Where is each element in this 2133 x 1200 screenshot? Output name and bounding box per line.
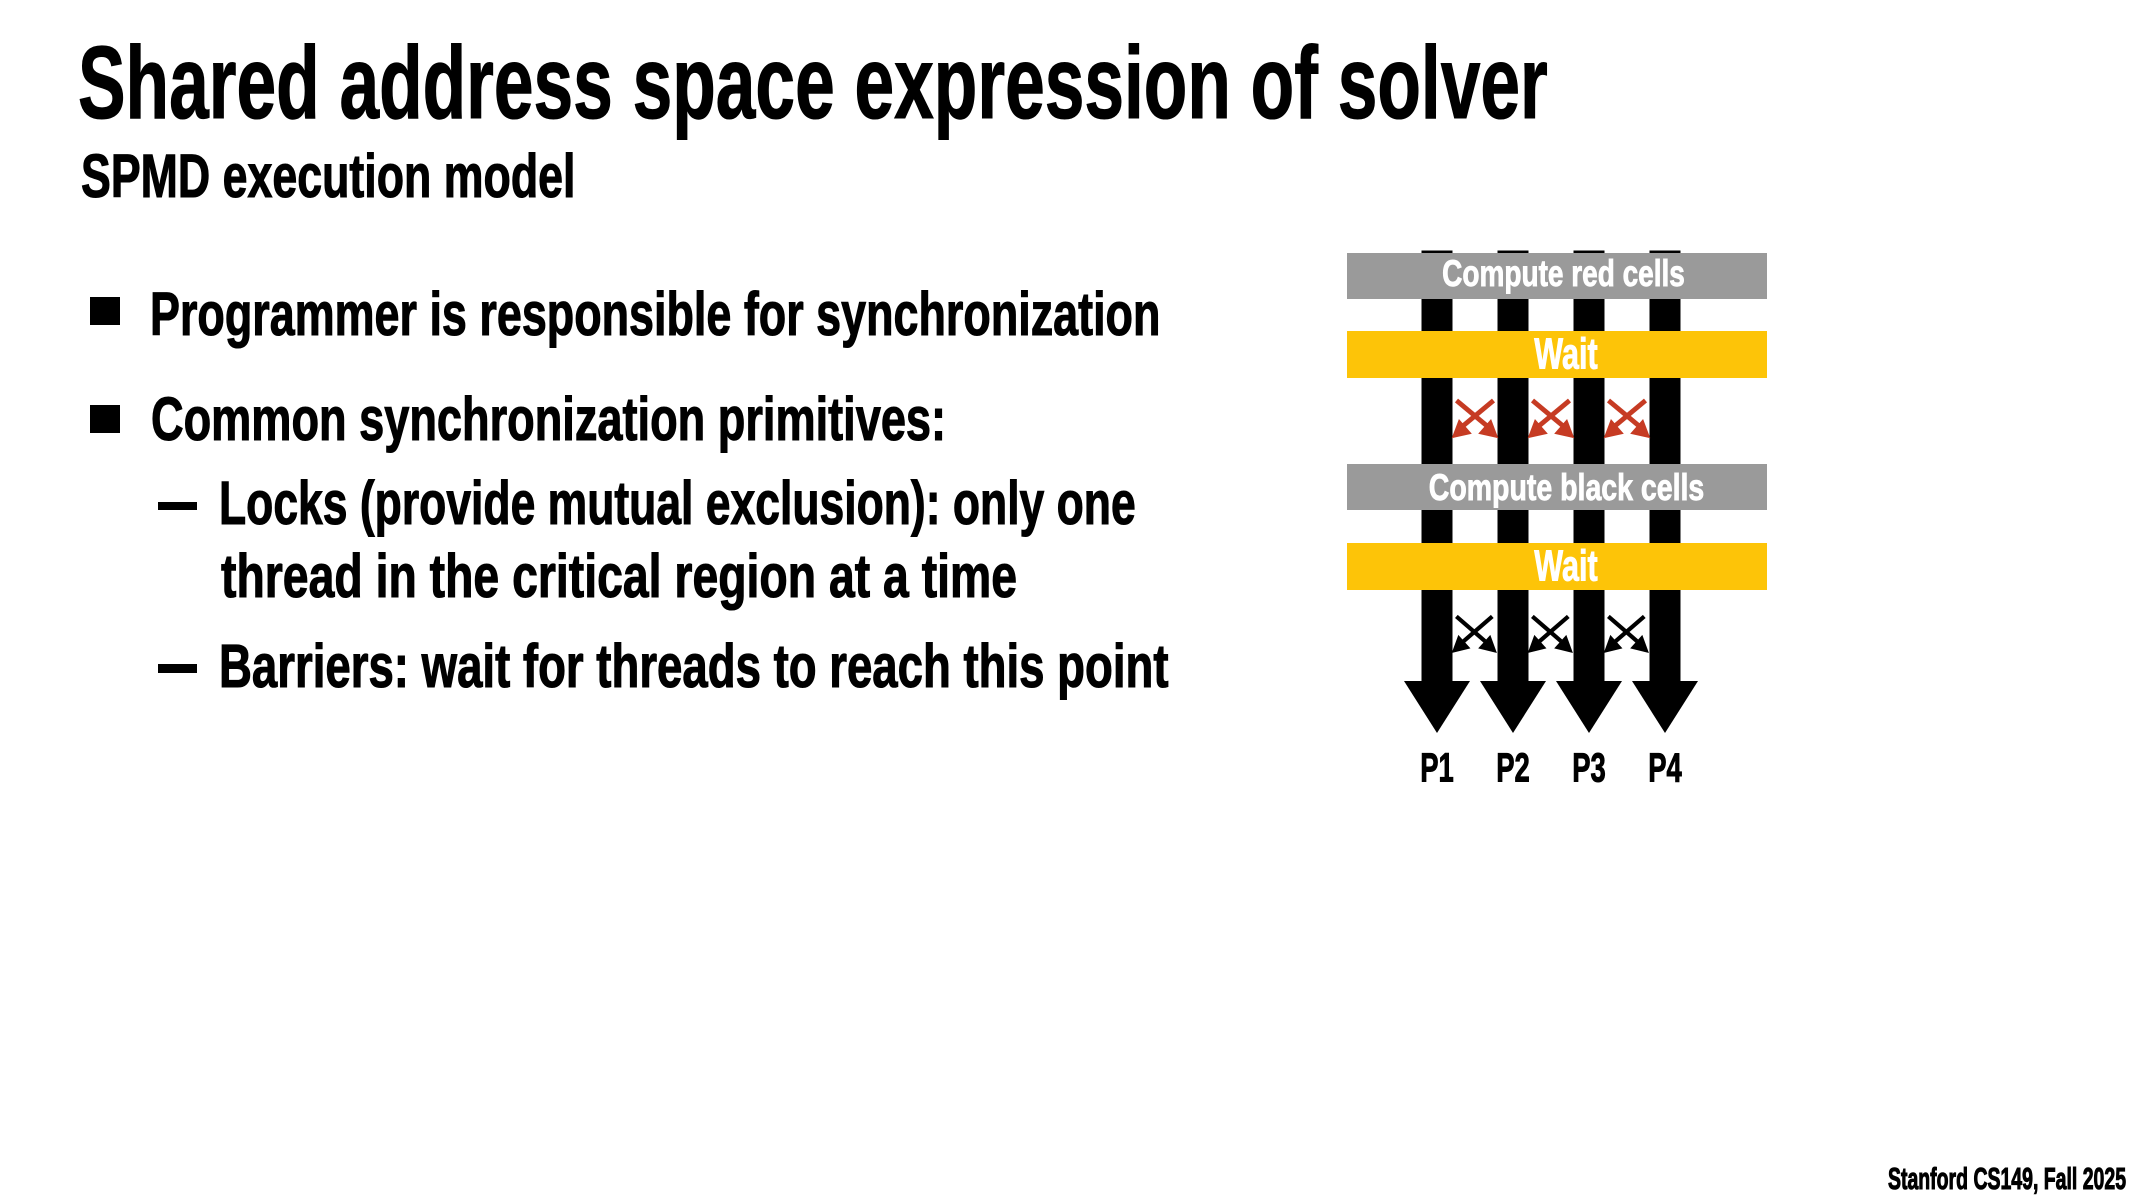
svg-text:Compute black cells: Compute black cells [1429,467,1705,509]
svg-text:P3: P3 [1572,745,1606,791]
svg-text:P4: P4 [1648,745,1682,791]
svg-text:Compute red cells: Compute red cells [1442,252,1685,294]
svg-text:Wait: Wait [1534,330,1598,379]
svg-text:P1: P1 [1420,745,1454,791]
svg-text:P2: P2 [1496,745,1530,791]
svg-text:Wait: Wait [1534,542,1598,591]
